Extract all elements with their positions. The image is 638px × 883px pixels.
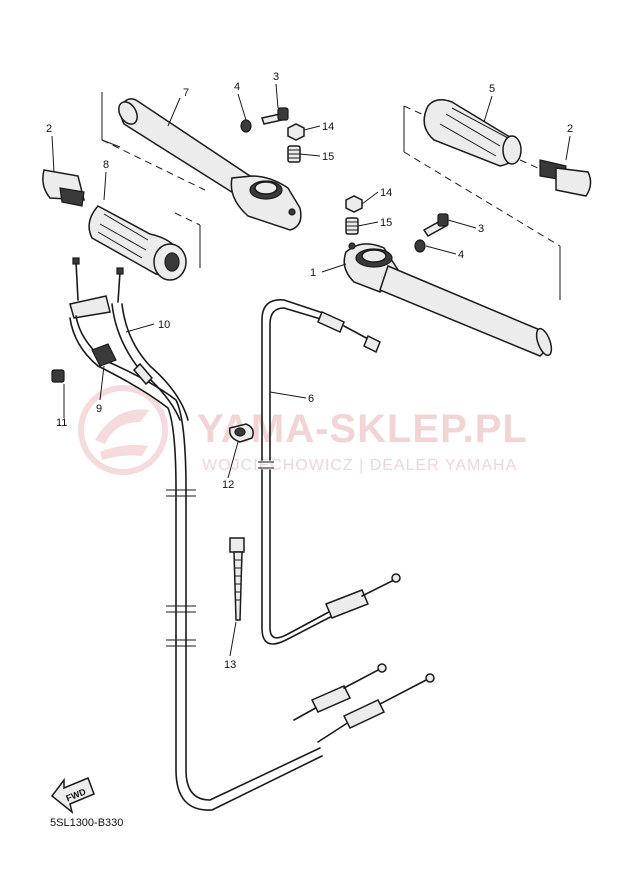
cable-tie-13 — [229, 537, 245, 621]
callout-6: 6 — [308, 393, 314, 405]
callout-4-left: 4 — [234, 81, 240, 93]
callout-3-right: 3 — [478, 223, 484, 235]
callout-5: 5 — [489, 83, 495, 95]
handlebar-right — [343, 242, 553, 357]
nut-right-14 — [345, 195, 363, 213]
callout-2-right: 2 — [567, 123, 573, 135]
watermark-logo — [78, 385, 168, 475]
throttle-cables — [51, 257, 435, 811]
screw-right-3 — [422, 213, 449, 237]
callout-11: 11 — [56, 417, 67, 429]
callout-10: 10 — [158, 319, 170, 331]
callout-14-left: 14 — [322, 121, 334, 133]
bar-end-left — [42, 169, 85, 207]
left-handlebar-group — [42, 92, 305, 281]
bolt-left-15 — [287, 145, 301, 163]
bracket-screw-11 — [51, 369, 65, 383]
callout-13: 13 — [224, 659, 236, 671]
handlebar-left — [118, 98, 302, 231]
callout-7: 7 — [183, 87, 189, 99]
clutch-cable — [258, 299, 401, 645]
cable-clip-12 — [228, 423, 254, 443]
callout-15-left: 15 — [322, 151, 334, 163]
callout-1: 1 — [310, 267, 316, 279]
leader-lines — [51, 83, 571, 657]
callout-14-right: 14 — [380, 187, 392, 199]
callout-2-left: 2 — [46, 123, 52, 135]
callout-9: 9 — [96, 403, 102, 415]
diagram-code: 5SL1300-B330 — [50, 817, 123, 829]
washer-right-4 — [414, 239, 426, 253]
callout-numbers: 7 2 8 4 3 14 15 5 2 14 15 3 4 1 10 6 9 1… — [46, 71, 573, 671]
grip-left — [88, 205, 187, 281]
callout-12: 12 — [222, 479, 234, 491]
callout-3-left: 3 — [273, 71, 279, 83]
watermark: YAMA-SKLEP.PL WOJCIECHOWICZ | DEALER YAM… — [78, 385, 527, 475]
grip-right — [423, 99, 522, 167]
callout-4-right: 4 — [458, 249, 464, 261]
washer-left-4 — [240, 119, 252, 133]
bar-end-right — [539, 159, 592, 197]
fwd-arrow: FWD — [50, 777, 95, 814]
bolt-right-15 — [345, 217, 359, 235]
watermark-subtitle: WOJCIECHOWICZ | DEALER YAMAHA — [202, 457, 517, 474]
nut-left-14 — [287, 123, 305, 141]
right-handlebar-group — [343, 99, 592, 357]
screw-left-3 — [261, 107, 289, 125]
callout-8: 8 — [103, 159, 109, 171]
callout-15-right: 15 — [380, 217, 392, 229]
